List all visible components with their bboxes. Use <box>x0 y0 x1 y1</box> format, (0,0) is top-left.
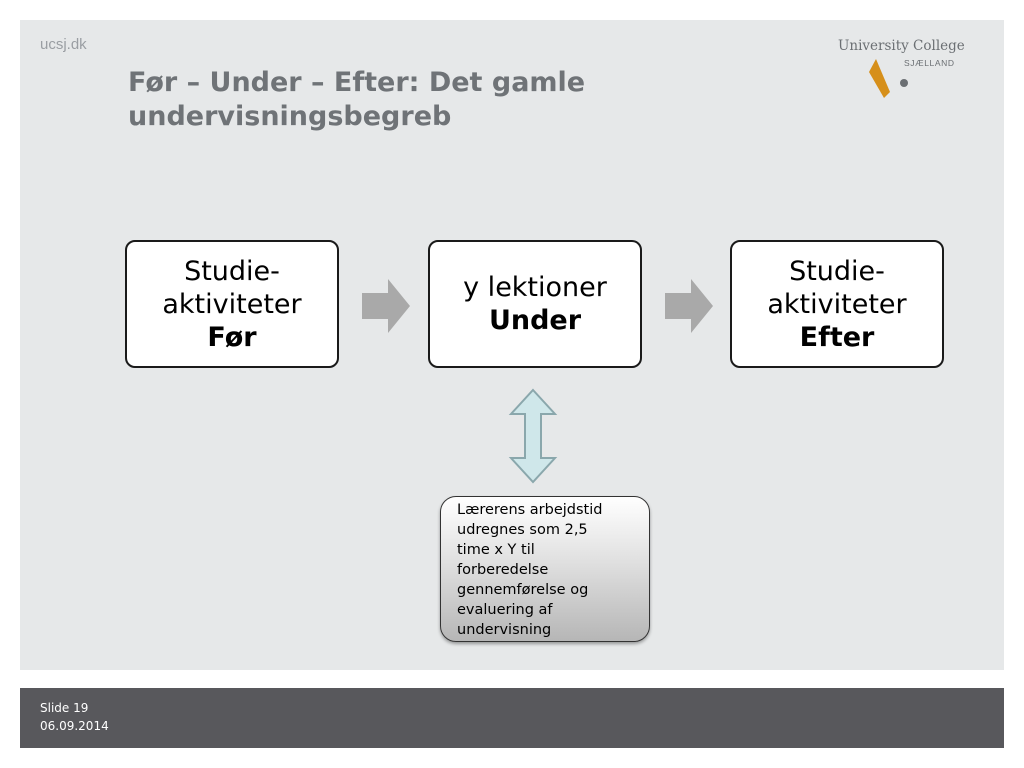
box-before-line2: aktiviteter <box>162 288 302 320</box>
box-before-line1: Studie- <box>184 255 280 287</box>
title-line-2: undervisningsbegreb <box>128 101 452 132</box>
box-after-emphasis: Efter <box>799 321 875 353</box>
slide-date: 06.09.2014 <box>40 719 109 733</box>
slide-number: Slide 19 <box>40 701 89 715</box>
footer-text: Slide 19 06.09.2014 <box>40 699 109 735</box>
box-before-emphasis: Før <box>207 321 257 353</box>
logo-mark-icon <box>869 59 908 98</box>
university-logo: University College SJÆLLAND <box>836 36 976 106</box>
slide-title: Før – Under – Efter: Det gamle undervisn… <box>128 66 748 134</box>
box-after: Studie- aktiviteter Efter <box>730 240 944 368</box>
box-after-line2: aktiviteter <box>767 288 907 320</box>
box-during-emphasis: Under <box>488 305 582 336</box>
site-url: ucsj.dk <box>40 36 87 53</box>
footer-bar: Slide 19 06.09.2014 <box>20 688 1004 748</box>
teacher-worktime-note: Lærerens arbejdstid udregnes som 2,5 tim… <box>440 496 650 642</box>
box-before: Studie- aktiviteter Før <box>125 240 339 368</box>
logo-subtitle: SJÆLLAND <box>904 58 955 68</box>
box-during-line1: y lektioner <box>463 272 607 303</box>
arrow-right-icon <box>665 279 713 333</box>
logo-name: University College <box>838 38 965 54</box>
double-arrow-vertical-icon <box>508 388 558 484</box>
arrow-right-icon <box>362 279 410 333</box>
box-after-line1: Studie- <box>789 255 885 287</box>
title-line-1: Før – Under – Efter: Det gamle <box>128 67 586 98</box>
box-during: y lektioner Under <box>428 240 642 368</box>
